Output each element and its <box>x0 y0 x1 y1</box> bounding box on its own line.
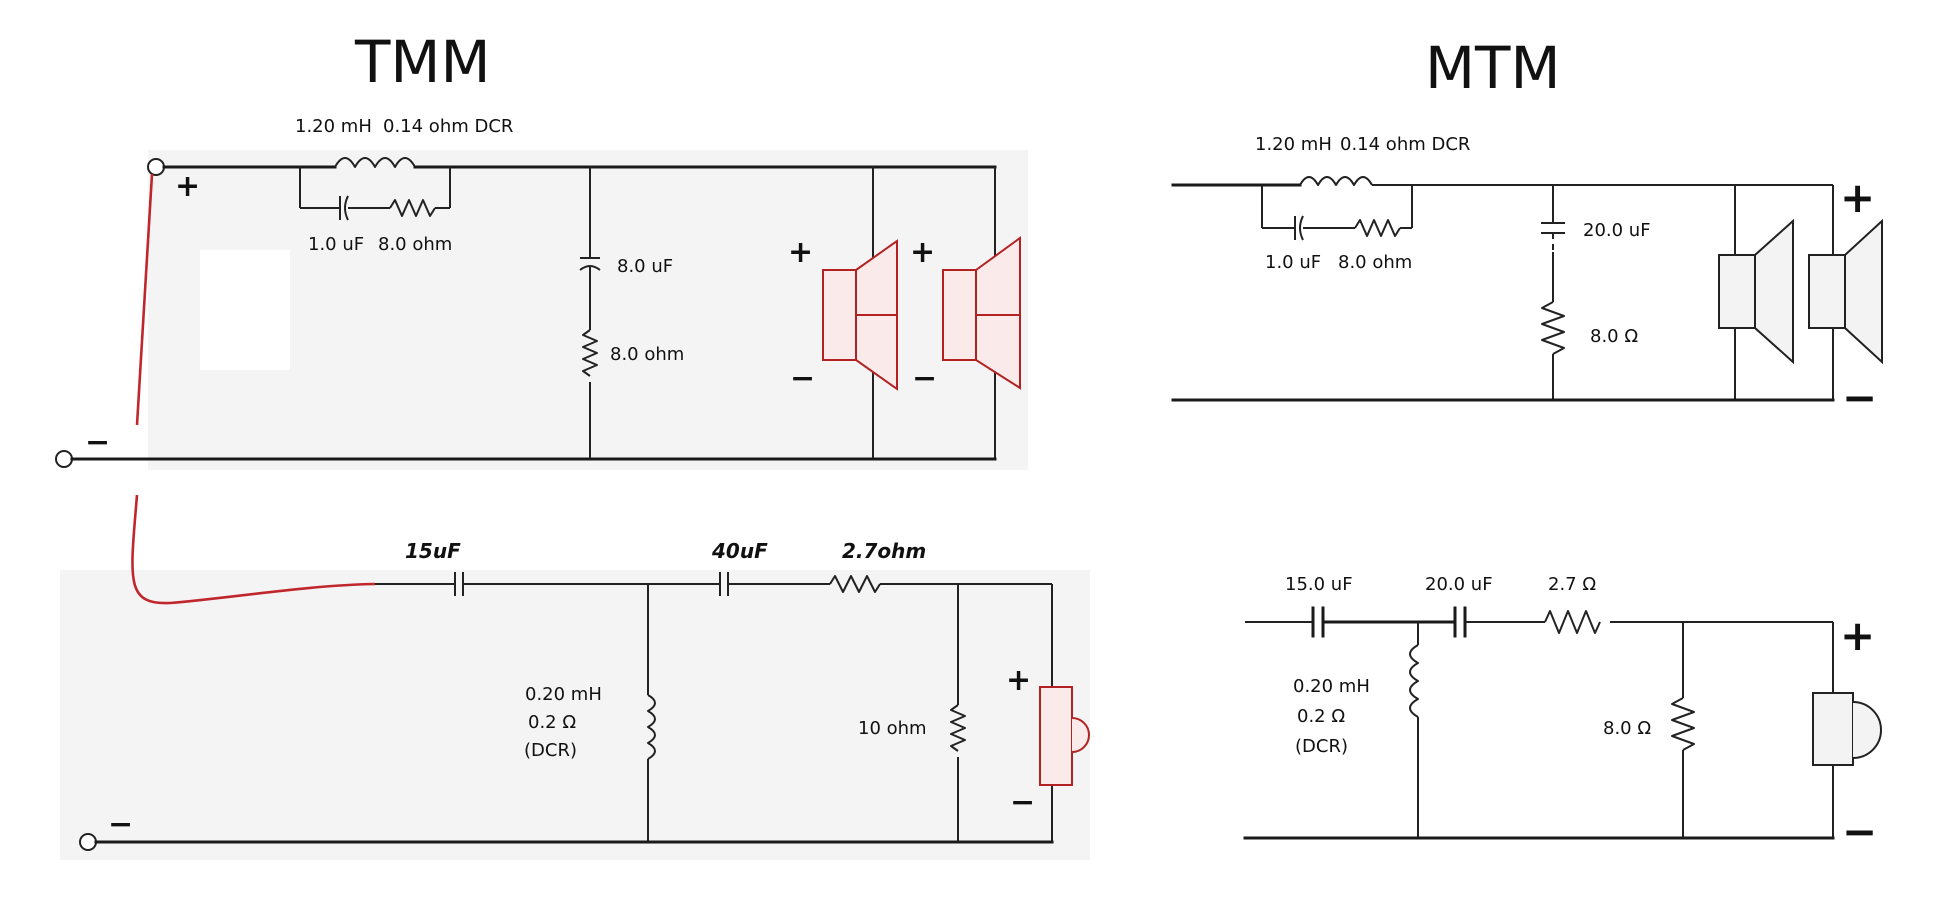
mtm-woofer-dcr-label: 0.14 ohm DCR <box>1340 134 1470 155</box>
mtm-tweeter-c2-label: 20.0 uF <box>1425 574 1493 595</box>
tmm-tweeter-series-resistor <box>829 575 881 593</box>
mtm-tweeter-c1-label: 15.0 uF <box>1285 574 1353 595</box>
tmm-tweeter-c2-label: 40uF <box>711 539 768 563</box>
tmm-woofer-inductor <box>334 157 416 168</box>
panel-gap <box>200 250 290 370</box>
mtm-shunt-resistor <box>1541 301 1565 355</box>
mtm-woofer-minus: − <box>1842 373 1877 422</box>
tmm-tweeter-minus: − <box>1010 785 1035 820</box>
tmm-woofer-input-minus: − <box>85 425 110 460</box>
tmm-tweeter-inductor <box>647 694 656 760</box>
mtm-tweeter-speaker <box>1812 692 1882 766</box>
tmm-tweeter-dcr-label: 0.2 Ω <box>528 712 576 733</box>
mtm-tweeter-inductor <box>1409 644 1419 718</box>
mtm-woofer-inductor-label: 1.20 mH <box>1255 134 1332 155</box>
mtm-zobel-res-label: 8.0 ohm <box>1338 252 1412 273</box>
tmm-spk1-minus: − <box>790 361 815 396</box>
mtm-tweeter-shunt-resistor <box>1671 697 1695 751</box>
tmm-tweeter-c1-label: 15uF <box>405 539 461 563</box>
title-mtm: MTM <box>1425 34 1561 102</box>
tmm-shunt-res-label: 8.0 ohm <box>610 344 684 365</box>
tmm-zobel-cap-label: 1.0 uF <box>308 234 364 255</box>
mtm-zobel-cap-label: 1.0 uF <box>1265 252 1321 273</box>
tmm-tweeter-shunt-resistor <box>950 704 966 752</box>
tmm-woofer-dcr-label: 0.14 ohm DCR <box>383 116 513 137</box>
tmm-red-wire-lower <box>131 494 376 605</box>
tmm-zobel-resistor <box>389 199 436 217</box>
tmm-tweeter-plus: + <box>1006 663 1031 698</box>
mtm-tweeter-circuit <box>1243 606 1882 840</box>
tmm-woofer-speaker-1 <box>822 239 898 391</box>
mtm-woofer-speaker-1 <box>1718 218 1794 365</box>
mtm-tweeter-minus: − <box>1842 807 1877 856</box>
tmm-tweeter-panel <box>60 570 1090 860</box>
tmm-woofer-circuit <box>55 157 1021 468</box>
mtm-zobel-resistor <box>1354 219 1401 237</box>
mtm-shunt-res-label: 8.0 Ω <box>1590 326 1638 347</box>
mtm-tweeter-dcr-label: 0.2 Ω <box>1297 706 1345 727</box>
tmm-spk2-plus: + <box>910 235 935 270</box>
mtm-shunt-cap-label: 20.0 uF <box>1583 220 1651 241</box>
tmm-tweeter-shunt-res-label: 10 ohm <box>858 718 927 739</box>
tmm-shunt-cap-label: 8.0 uF <box>617 256 673 277</box>
tmm-tweeter-minus-terminal <box>79 833 97 851</box>
tmm-shunt-resistor <box>582 329 598 377</box>
tmm-input-plus-terminal <box>147 158 165 176</box>
mtm-woofer-circuit <box>1171 176 1883 402</box>
tmm-woofer-input-plus: + <box>175 169 200 204</box>
tmm-woofer-inductor-label: 1.20 mH <box>295 116 372 137</box>
tmm-tweeter-input-minus: − <box>108 807 133 842</box>
mtm-tweeter-plus: + <box>1840 611 1875 660</box>
mtm-tweeter-res-label: 2.7 Ω <box>1548 574 1596 595</box>
tmm-tweeter-dcr-note: (DCR) <box>524 740 577 761</box>
tmm-zobel-res-label: 8.0 ohm <box>378 234 452 255</box>
tmm-spk2-minus: − <box>912 361 937 396</box>
title-tmm: TMM <box>354 28 491 96</box>
tmm-red-wire-upper <box>135 173 154 426</box>
mtm-woofer-plus: + <box>1840 173 1875 222</box>
tmm-tweeter-inductor-label: 0.20 mH <box>525 684 602 705</box>
tmm-woofer-speaker-2 <box>942 236 1021 390</box>
tmm-tweeter-speaker <box>1039 686 1090 786</box>
tmm-tweeter-res-label: 2.7ohm <box>842 539 926 563</box>
mtm-woofer-speaker-2 <box>1808 218 1883 365</box>
tmm-tweeter-circuit <box>79 494 1090 851</box>
mtm-tweeter-shunt-res-label: 8.0 Ω <box>1603 718 1651 739</box>
tmm-spk1-plus: + <box>788 235 813 270</box>
tmm-input-minus-terminal <box>55 450 73 468</box>
mtm-tweeter-series-resistor <box>1544 610 1601 634</box>
mtm-tweeter-inductor-label: 0.20 mH <box>1293 676 1370 697</box>
mtm-tweeter-dcr-note: (DCR) <box>1295 736 1348 757</box>
mtm-woofer-inductor <box>1299 176 1373 186</box>
